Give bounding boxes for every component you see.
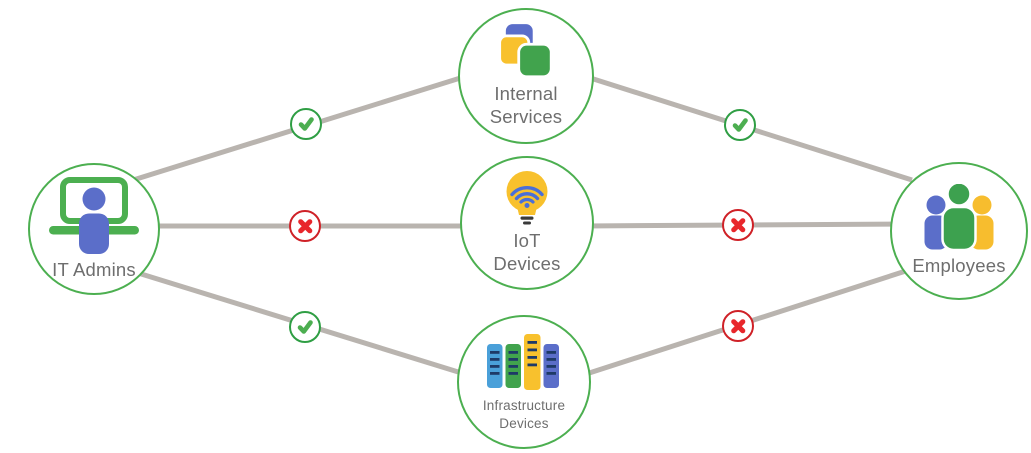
server-rack-icon (487, 333, 559, 390)
check-icon (298, 117, 314, 131)
edge-status-badge-it-admins-iot-devices (289, 210, 321, 242)
cross-icon (298, 219, 313, 234)
admin-workstation-icon (49, 177, 139, 255)
edge-status-badge-it-admins-internal-services (290, 108, 322, 140)
iot-lightbulb-icon (506, 170, 548, 225)
node-label: Employees (912, 255, 1006, 277)
node-it-admins: IT Admins (28, 163, 160, 295)
node-label: Infrastructure Devices (482, 397, 566, 431)
edge-status-badge-iot-devices-employees (722, 209, 754, 241)
edge-status-badge-internal-services-employees (724, 109, 756, 141)
edge-status-badge-infrastructure-devices-employees (722, 310, 754, 342)
node-label: Internal Services (489, 82, 563, 127)
people-group-icon (924, 184, 994, 251)
stacked-services-icon (498, 24, 553, 78)
check-icon (297, 320, 313, 334)
cross-icon (731, 319, 746, 334)
edge-status-badge-it-admins-infrastructure-devices (289, 311, 321, 343)
node-employees: Employees (890, 162, 1028, 300)
node-iot-devices: IoT Devices (460, 156, 594, 290)
node-label: IT Admins (52, 259, 136, 281)
check-icon (732, 118, 748, 132)
node-label: IoT Devices (493, 229, 561, 274)
node-internal-services: Internal Services (458, 8, 594, 144)
cross-icon (731, 218, 746, 233)
node-infrastructure-devices: Infrastructure Devices (457, 315, 591, 449)
